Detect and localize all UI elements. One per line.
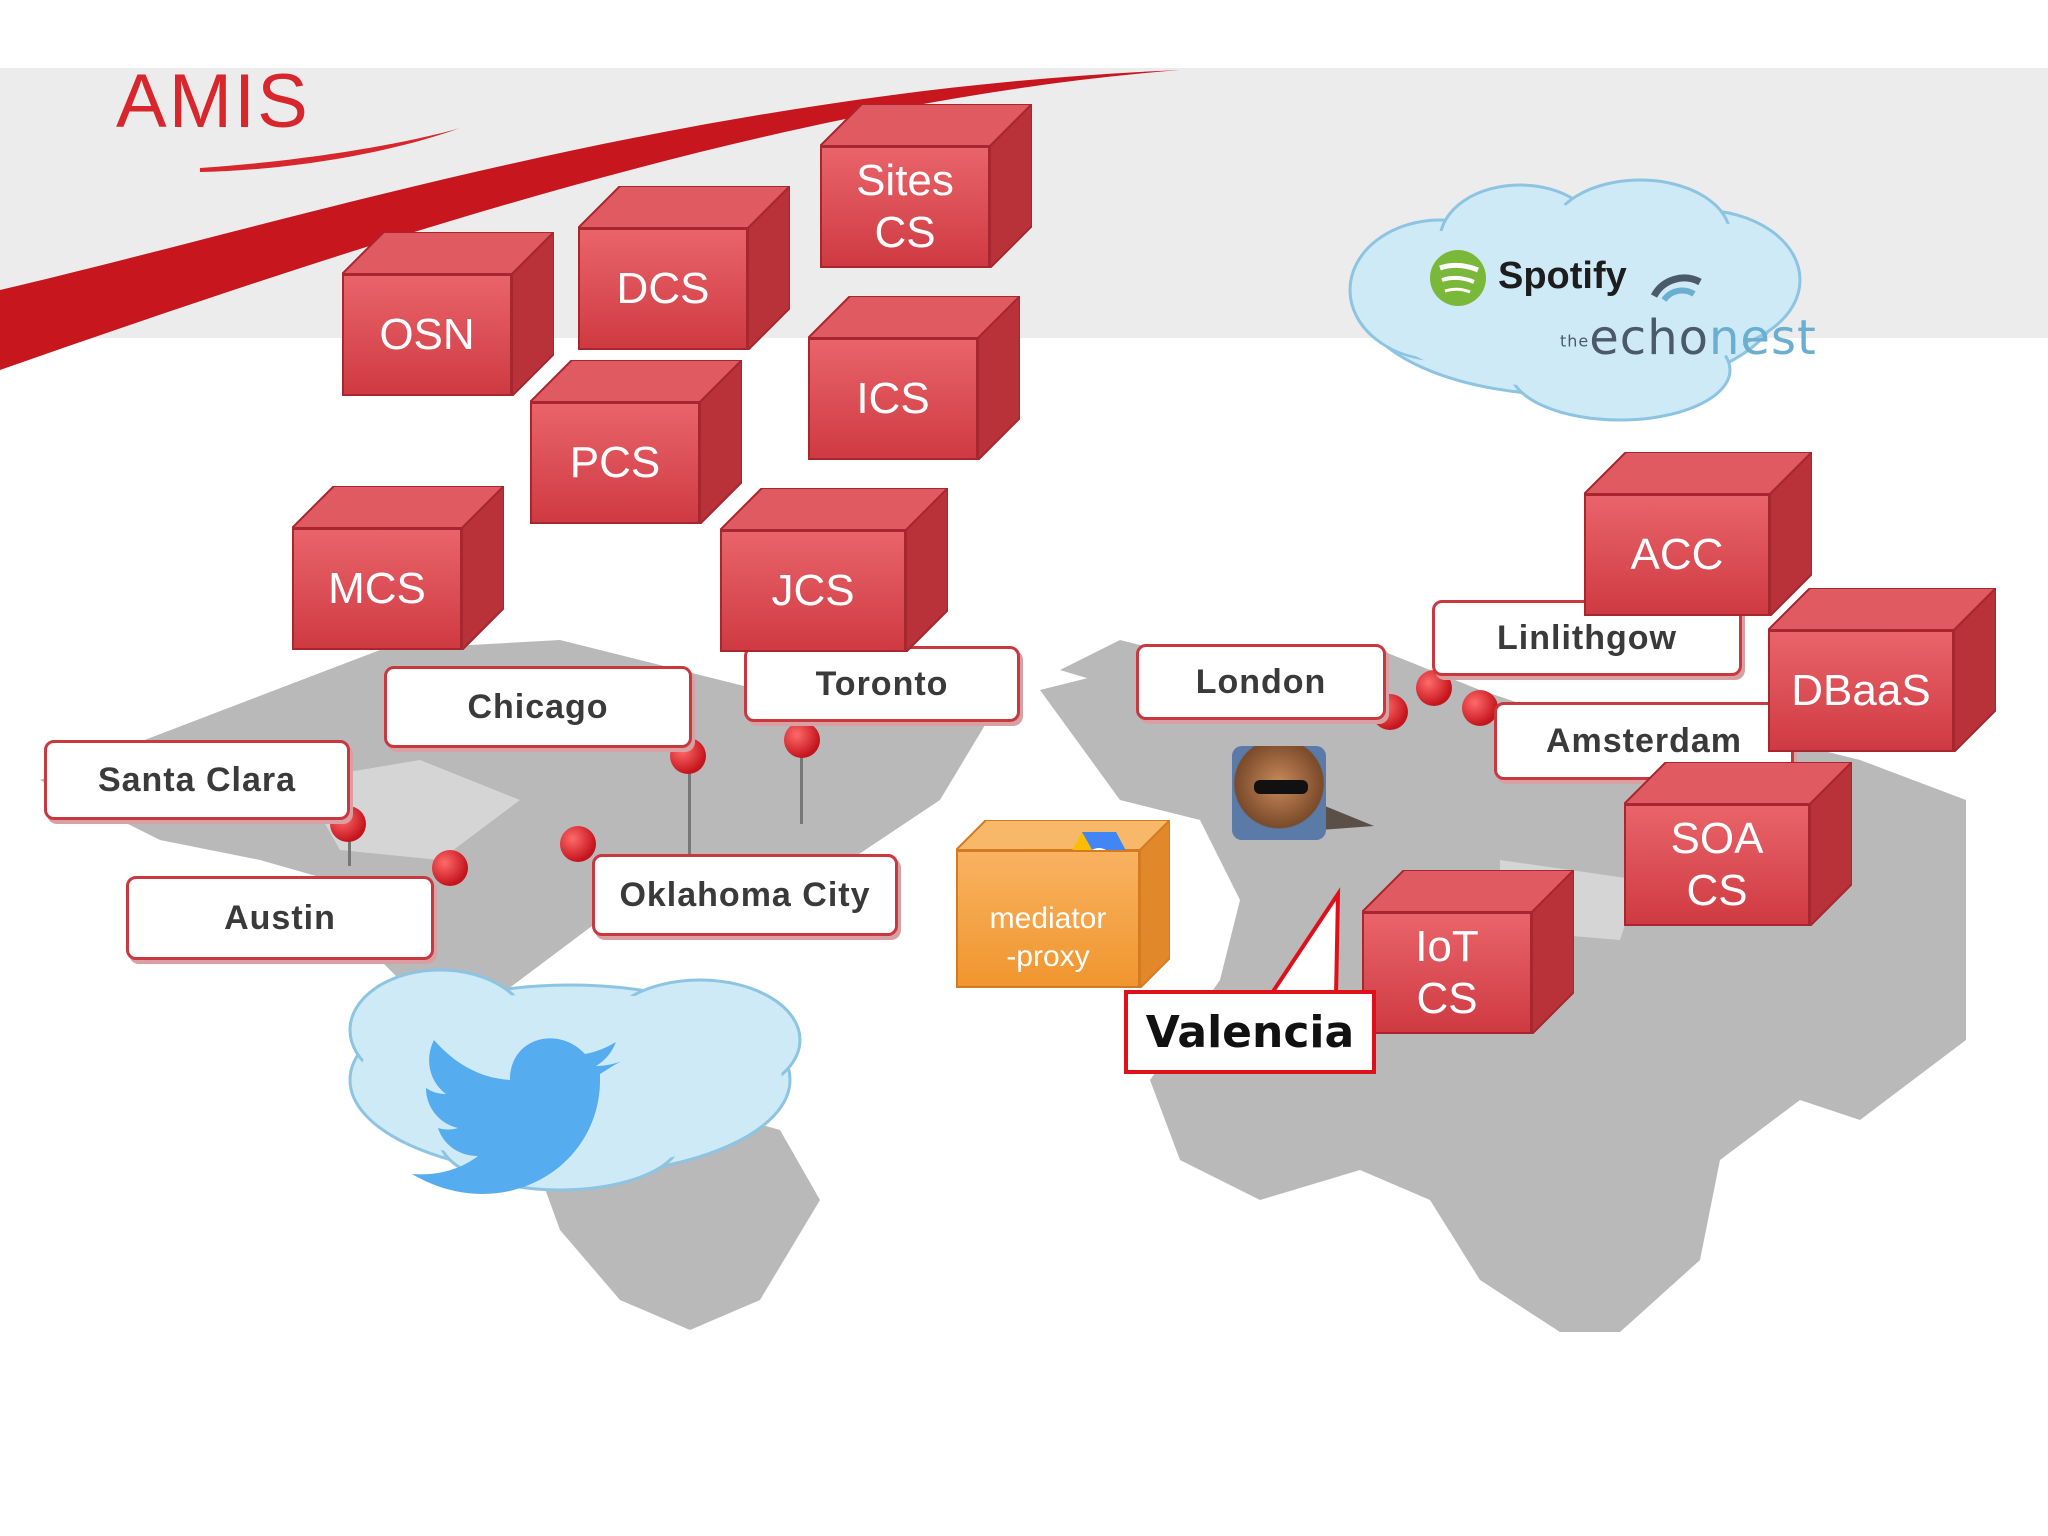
box-label: SOA [1670,814,1764,863]
service-box-pcs: PCS [530,360,742,524]
valencia-callout: Valencia [1124,990,1376,1074]
service-box-ics: ICS [808,296,1020,460]
map-pin [432,850,468,886]
red-swoosh-highlight [200,128,460,172]
pin-stem [688,758,691,858]
service-box-jcs: JCS [720,488,948,652]
box-label: CS [1686,866,1748,915]
pin-stem [348,826,351,866]
echonest-the: the [1560,331,1590,351]
map-pin [1416,670,1452,706]
valencia-callout-pointer [1268,887,1341,998]
box-label: DCS [578,228,748,350]
pin-stem [800,754,803,824]
city-label-austin: Austin [126,876,434,960]
map-pin [1462,690,1498,726]
box-label: IoT [1415,922,1479,971]
box-label: OSN [342,274,512,396]
city-label-london: London [1136,644,1386,720]
box-label: mediator [989,902,1107,935]
echonest-wordmark: theechonest [1560,310,1817,366]
box-label: DBaaS [1768,630,1954,752]
mediator-proxy-box: mediator -proxy [956,820,1170,988]
spotify-wordmark: Spotify [1498,255,1627,297]
box-label: -proxy [1006,940,1090,973]
user-avatar [1232,746,1326,840]
map-pin [784,722,820,758]
service-box-osn: OSN [342,232,554,396]
box-label: MCS [292,528,462,650]
amis-logo: AMIS [116,59,310,144]
box-label: PCS [530,402,700,524]
box-label: Sites [856,156,954,205]
echonest-nest: nest [1708,310,1817,366]
twitter-bird-icon [412,1038,625,1194]
service-box-mcs: MCS [292,486,504,650]
service-box-dbaas: DBaaS [1768,588,1996,752]
city-label-chicago: Chicago [384,666,692,748]
map-pin [560,826,596,862]
box-label: JCS [720,530,906,652]
service-box-acc: ACC [1584,452,1812,616]
echonest-echo: echo [1589,310,1709,366]
city-label-toronto: Toronto [744,646,1020,722]
box-label: ICS [808,338,978,460]
box-label: ACC [1584,494,1770,616]
box-label: CS [874,208,936,257]
city-label-santa-clara: Santa Clara [44,740,350,820]
service-box-dcs: DCS [578,186,790,350]
city-label-oklahoma-city: Oklahoma City [592,854,898,936]
box-label: CS [1416,974,1478,1023]
